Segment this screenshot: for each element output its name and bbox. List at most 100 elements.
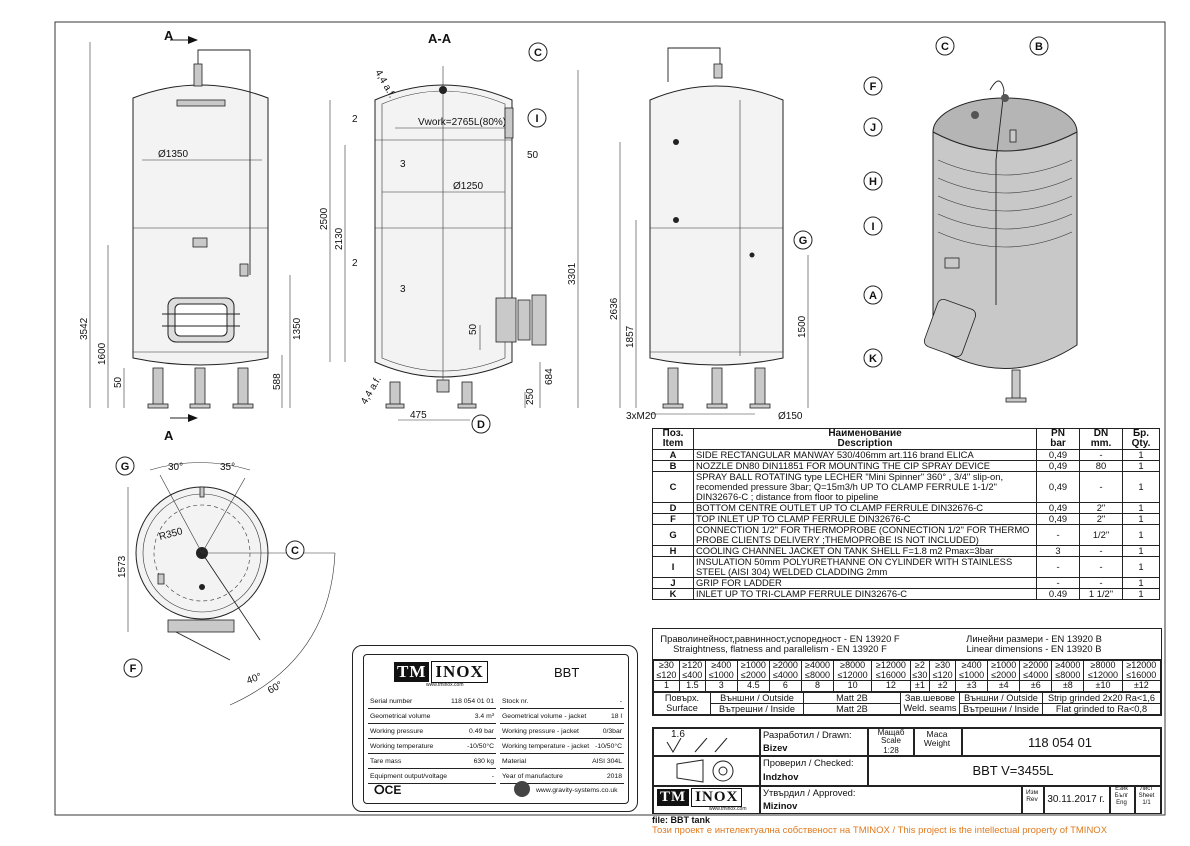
surface-outside-label: Външни / Outside bbox=[710, 691, 804, 704]
parts-cell-desc: INSULATION 50mm POLYURETHANNE ON CYLINDE… bbox=[693, 556, 1037, 578]
gravity-logo-icon bbox=[514, 781, 530, 797]
callout-circle bbox=[863, 216, 883, 236]
front-height-588: 588 bbox=[272, 373, 283, 390]
callout-i: I bbox=[535, 113, 538, 125]
side-height-1500: 1500 bbox=[797, 315, 808, 338]
approved-name: Mizinov bbox=[763, 800, 798, 811]
parts-cell-item: F bbox=[652, 513, 694, 525]
front-diameter: Ø1350 bbox=[158, 149, 188, 160]
parts-cell-dn: 1/2" bbox=[1079, 524, 1123, 546]
language-label: Език Бълг Eng bbox=[1114, 786, 1129, 806]
plate-row: Working temperature - jacket-10/50°C bbox=[500, 740, 624, 754]
callout-g: G bbox=[121, 461, 130, 473]
footer-file: file: BBT tank bbox=[652, 815, 711, 825]
tolerance-value: 3 bbox=[704, 680, 738, 692]
callout-k: K bbox=[869, 353, 877, 365]
parts-cell-dn: 1 1/2" bbox=[1079, 588, 1123, 600]
isometric-view bbox=[923, 80, 1078, 403]
tolerance-value: 6 bbox=[768, 680, 802, 692]
tolerance-header: Праволинейност,равнинност,успоредност - … bbox=[653, 629, 1161, 660]
parts-cell-dn: - bbox=[1079, 545, 1123, 557]
tolerance-range: ≥4000 ≤8000 bbox=[1051, 660, 1085, 681]
plate-value: 0/3bar bbox=[602, 728, 622, 735]
tolerance-range: ≥30 ≤120 bbox=[653, 660, 680, 681]
parts-cell-item: I bbox=[652, 556, 694, 578]
surface-inside-value: Matt 2B bbox=[803, 702, 901, 715]
plate-row: Working temperature-10/50°C bbox=[368, 740, 496, 754]
parts-cell-item: K bbox=[652, 588, 694, 600]
tolerance-range: ≥12000 ≤16000 bbox=[871, 660, 911, 681]
tolerance-range: ≥8000 ≤12000 bbox=[1083, 660, 1123, 681]
section-mark-top: A bbox=[164, 28, 174, 43]
section-mark-bottom: A bbox=[164, 428, 174, 443]
drawing-title: BBT V=3455L bbox=[972, 763, 1054, 778]
tolerance-value: ±10 bbox=[1083, 680, 1123, 692]
plate-key: Geometrical volume bbox=[370, 713, 431, 720]
drawn-label: Разработил / Drawn: bbox=[763, 729, 852, 740]
roughness-value: 1.6 bbox=[671, 729, 685, 740]
section-height-2500: 2500 bbox=[319, 207, 330, 230]
tolerance-value: 1 bbox=[653, 680, 680, 692]
parts-cell-desc: SPRAY BALL ROTATING type LECHER "Mini Sp… bbox=[693, 471, 1037, 503]
title-logo-url: www.tminox.com bbox=[709, 806, 747, 812]
callout-circle bbox=[935, 36, 955, 56]
plate-value: 3.4 m³ bbox=[474, 713, 494, 720]
parts-cell-item: H bbox=[652, 545, 694, 557]
dim-2-mid: 2 bbox=[352, 258, 358, 269]
weld-inside-value: Flat grinded to Ra<0,8 bbox=[1042, 702, 1161, 715]
dim-3-top: 3 bbox=[400, 159, 406, 170]
plate-key: Year of manufacture bbox=[502, 773, 563, 780]
section-height-50: 50 bbox=[468, 323, 479, 335]
parts-cell-pn: 0,49 bbox=[1036, 449, 1080, 461]
surface-table: Повърх.Surface Външни / Outside Matt 2B … bbox=[653, 691, 1161, 715]
parts-cell-item: D bbox=[652, 502, 694, 514]
callout-circle bbox=[1029, 36, 1049, 56]
weld-outside-value: Strip grinded 2x20 Ra<1,6 bbox=[1042, 691, 1161, 704]
callout-circle bbox=[863, 348, 883, 368]
section-title: A-A bbox=[428, 31, 452, 46]
parts-cell-qty: 1 bbox=[1122, 545, 1160, 557]
tolerance-value: ±6 bbox=[1019, 680, 1053, 692]
projection-symbol bbox=[676, 759, 734, 783]
tolerance-range: ≥400 ≤1000 bbox=[955, 660, 989, 681]
parts-cell-qty: 1 bbox=[1122, 449, 1160, 461]
tolerance-range: ≥30 ≤120 bbox=[929, 660, 957, 681]
parts-cell-item: J bbox=[652, 577, 694, 589]
plate-website: www.gravity-systems.co.uk bbox=[536, 787, 618, 794]
front-height-1350: 1350 bbox=[292, 317, 303, 340]
plate-row: Stock nr.- bbox=[500, 695, 624, 709]
side-height-2636: 2636 bbox=[609, 297, 620, 320]
callout-circle bbox=[863, 76, 883, 96]
side-view bbox=[619, 47, 809, 415]
callout-circle bbox=[285, 540, 305, 560]
tolerance-value: ±12 bbox=[1121, 680, 1162, 692]
tolerance-range: ≥2 ≤30 bbox=[909, 660, 931, 681]
vwork-label: Vwork=2765L(80%) bbox=[418, 117, 506, 128]
sheet-label: Лист Sheet 1/1 bbox=[1138, 786, 1155, 806]
parts-cell-item: B bbox=[652, 460, 694, 472]
callout-circle bbox=[471, 414, 491, 434]
drawing-date: 30.11.2017 г. bbox=[1047, 794, 1105, 805]
tolerance-value: ±4 bbox=[987, 680, 1021, 692]
plate-key: Equipment output/voltage bbox=[370, 773, 448, 780]
callout-b: B bbox=[1035, 41, 1043, 53]
parts-cell-qty: 1 bbox=[1122, 524, 1160, 546]
footer-notice: Този проект е интелектуална собственост … bbox=[652, 825, 1108, 836]
parts-cell-desc: TOP INLET UP TO CLAMP FERRULE DIN32676-C bbox=[693, 513, 1037, 525]
tolerance-value: 12 bbox=[871, 680, 911, 692]
parts-cell-dn: 2" bbox=[1079, 513, 1123, 525]
parts-cell-qty: 1 bbox=[1122, 588, 1160, 600]
